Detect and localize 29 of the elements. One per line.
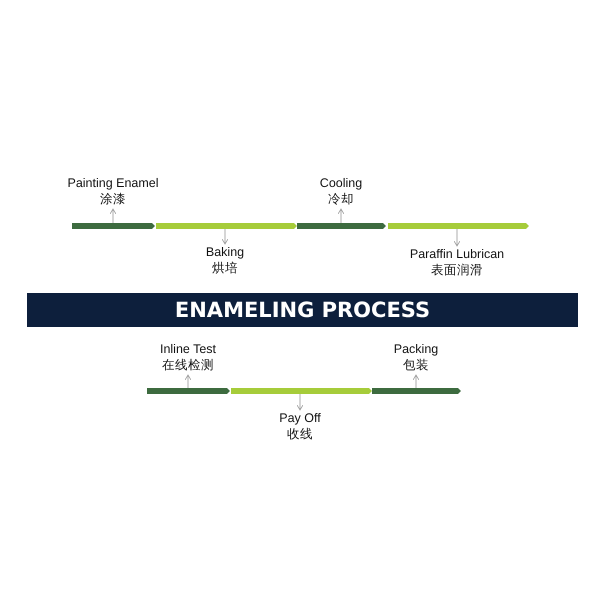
arrow: [454, 228, 460, 246]
arrow: [338, 208, 344, 224]
step-label-chinese: 冷却: [327, 191, 355, 207]
step-label-chinese: 收线: [286, 426, 314, 442]
process-bar: [388, 223, 529, 229]
arrow: [110, 208, 116, 224]
arrow: [184, 374, 192, 388]
step-label: Pay Off: [278, 410, 322, 426]
process-bar: [297, 223, 386, 229]
title-banner: ENAMELING PROCESS: [27, 293, 578, 327]
process-bar: [231, 388, 372, 394]
step-label: Packing: [392, 341, 440, 357]
process-bar: [72, 223, 155, 229]
step-label-chinese: 烘培: [211, 260, 239, 276]
step-label: Cooling: [318, 175, 364, 191]
arrow: [412, 374, 420, 388]
step-label: Inline Test: [158, 341, 218, 357]
step-label-chinese: 表面润滑: [430, 262, 484, 278]
arrow: [296, 394, 304, 410]
step-label-chinese: 在线检测: [161, 357, 215, 373]
step-label-chinese: 包装: [402, 357, 430, 373]
process-bar: [156, 223, 297, 229]
step-label: Painting Enamel: [66, 175, 160, 191]
step-label: Paraffin Lubrican: [408, 246, 506, 262]
process-bar: [147, 388, 230, 394]
arrow: [222, 228, 228, 244]
step-label: Baking: [204, 244, 246, 260]
process-bar: [372, 388, 461, 394]
step-label-chinese: 涂漆: [99, 191, 127, 207]
